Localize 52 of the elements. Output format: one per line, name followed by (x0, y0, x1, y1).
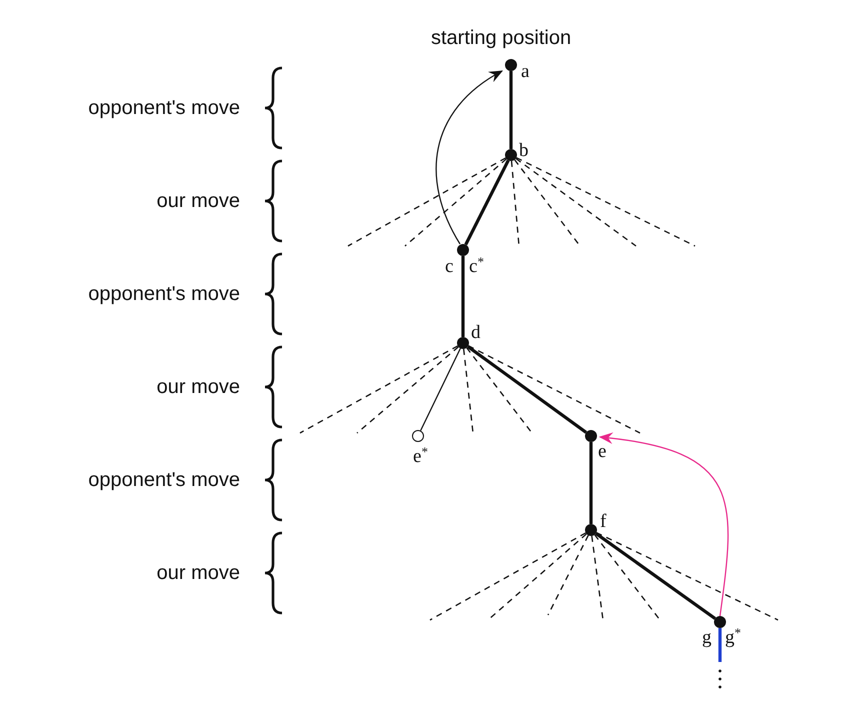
node-label: f (600, 512, 606, 531)
tree-node (457, 337, 469, 349)
move-label: our move (156, 563, 240, 583)
curved-arrow (436, 70, 503, 244)
node-label: b (519, 141, 528, 160)
node-label: g$^{*}$ (725, 628, 741, 647)
dashed-branch-line (514, 159, 581, 246)
dashed-branch-line (430, 532, 586, 621)
tree-node (585, 430, 597, 442)
tree-edge (461, 256, 465, 337)
node-label: a (521, 62, 530, 81)
curved-arrow (598, 432, 729, 616)
dashed-branch-line (596, 532, 778, 621)
dashed-branch-line (547, 535, 589, 616)
tree-edge (466, 345, 588, 434)
dashed-branch-line (356, 346, 459, 434)
dashed-branch-line (516, 157, 696, 247)
dashed-branch-line (300, 345, 458, 434)
hollow-tree-node (412, 430, 424, 442)
node-label: e (598, 442, 606, 461)
dashed-branch-line (594, 534, 661, 620)
dashed-branch-line (463, 348, 474, 434)
dashed-branch-line (591, 536, 604, 620)
tree-node (457, 244, 469, 256)
node-label: d (471, 323, 480, 342)
tree-edge (718, 628, 722, 662)
node-label: g (702, 628, 712, 647)
dashed-branch-line (515, 158, 636, 247)
node-label: e$^{*}$ (413, 447, 428, 466)
tree-node (585, 524, 597, 536)
dashed-branch-line (488, 533, 587, 620)
tree-edge (420, 348, 461, 431)
dashed-branch-line (404, 158, 507, 246)
move-label: opponent's move (88, 470, 240, 490)
node-label: c$^{*}$ (469, 257, 484, 276)
tree-node (505, 59, 517, 71)
tree-edge (509, 71, 513, 149)
move-label: opponent's move (88, 98, 240, 118)
dashed-branch-line (468, 345, 640, 434)
dashed-branch-line (510, 160, 520, 246)
dashed-branch-line (466, 347, 533, 434)
move-label: our move (156, 191, 240, 211)
title-label: starting position (431, 28, 572, 48)
dashed-branch-line (348, 157, 506, 247)
tree-node (714, 616, 726, 628)
move-label: opponent's move (88, 284, 240, 304)
move-label: our move (156, 377, 240, 397)
tree-node (505, 149, 517, 161)
tree-edge (589, 442, 593, 524)
node-label: c (445, 257, 454, 276)
tree-edge (594, 532, 716, 620)
tree-edge (464, 160, 510, 246)
